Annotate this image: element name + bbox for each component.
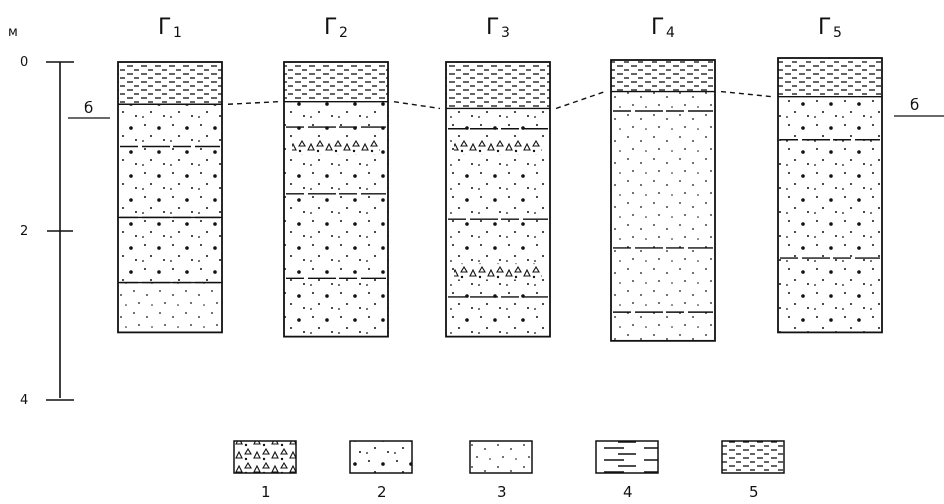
legend-swatch-border	[469, 440, 533, 474]
correlation-segment	[555, 90, 606, 110]
legend-swatch	[350, 441, 412, 473]
column-title-index: 3	[501, 25, 510, 41]
layer-fill	[778, 96, 882, 333]
column-outline	[283, 61, 389, 338]
column-title: Г	[486, 15, 499, 40]
scale-tick-label: 2	[20, 224, 28, 239]
scale-tick-label: 0	[20, 55, 28, 70]
legend-swatch	[596, 441, 658, 473]
column-title: Г	[158, 15, 171, 40]
column-title-index: 1	[173, 25, 182, 41]
legend-item: 5	[721, 440, 785, 501]
legend-item: 1	[233, 440, 297, 501]
column-title-index: 5	[833, 25, 842, 41]
layer-fill	[284, 101, 388, 337]
gravel-lens	[454, 138, 542, 155]
column-title-index: 4	[666, 25, 675, 41]
column-title-index: 2	[339, 25, 348, 41]
marker-label-left: б	[84, 99, 93, 117]
gravel-lens	[454, 263, 542, 280]
layer-fill	[446, 62, 550, 109]
legend-swatch-border	[595, 440, 659, 474]
legend-swatch	[722, 441, 784, 473]
legend-number: 4	[623, 483, 633, 501]
layer-fill	[118, 282, 222, 333]
legend-swatch-border	[349, 440, 413, 474]
legend: 1 2 3 4 5	[233, 440, 785, 501]
gravel-lens	[292, 138, 380, 155]
correlation-segment	[227, 101, 279, 105]
layer-fill	[611, 91, 715, 341]
layer-fill	[118, 62, 222, 105]
column-title: Г	[818, 15, 831, 40]
layer-fill	[611, 60, 715, 92]
legend-number: 2	[377, 483, 387, 501]
layer-fill	[118, 217, 222, 283]
legend-number: 5	[749, 483, 759, 501]
marker-label-right: б	[910, 96, 919, 114]
legend-swatch-border	[721, 440, 785, 474]
column-outline	[610, 59, 716, 342]
legend-swatch	[470, 441, 532, 473]
legend-swatch	[234, 441, 296, 473]
scale-unit-label: м	[8, 25, 18, 40]
layer-fill	[118, 104, 222, 218]
legend-number: 3	[497, 483, 507, 501]
legend-item: 2	[349, 440, 413, 501]
layer-fill	[284, 62, 388, 102]
marker-labels: б б	[68, 96, 944, 119]
column-title: Г	[324, 15, 337, 40]
column-outline	[117, 61, 223, 334]
legend-swatch-border	[233, 440, 297, 474]
column-outline	[777, 57, 883, 334]
correlation-segment	[720, 90, 773, 98]
legend-number: 1	[261, 483, 271, 501]
legend-item: 4	[595, 440, 659, 501]
column-outline	[445, 61, 551, 338]
column-title: Г	[651, 15, 664, 40]
legend-item: 3	[469, 440, 533, 501]
correlation-line	[227, 90, 773, 110]
correlation-segment	[393, 101, 441, 110]
scale-tick-label: 4	[20, 393, 28, 408]
layer-fill	[778, 58, 882, 97]
depth-scale: м 0 2 4	[8, 25, 74, 408]
